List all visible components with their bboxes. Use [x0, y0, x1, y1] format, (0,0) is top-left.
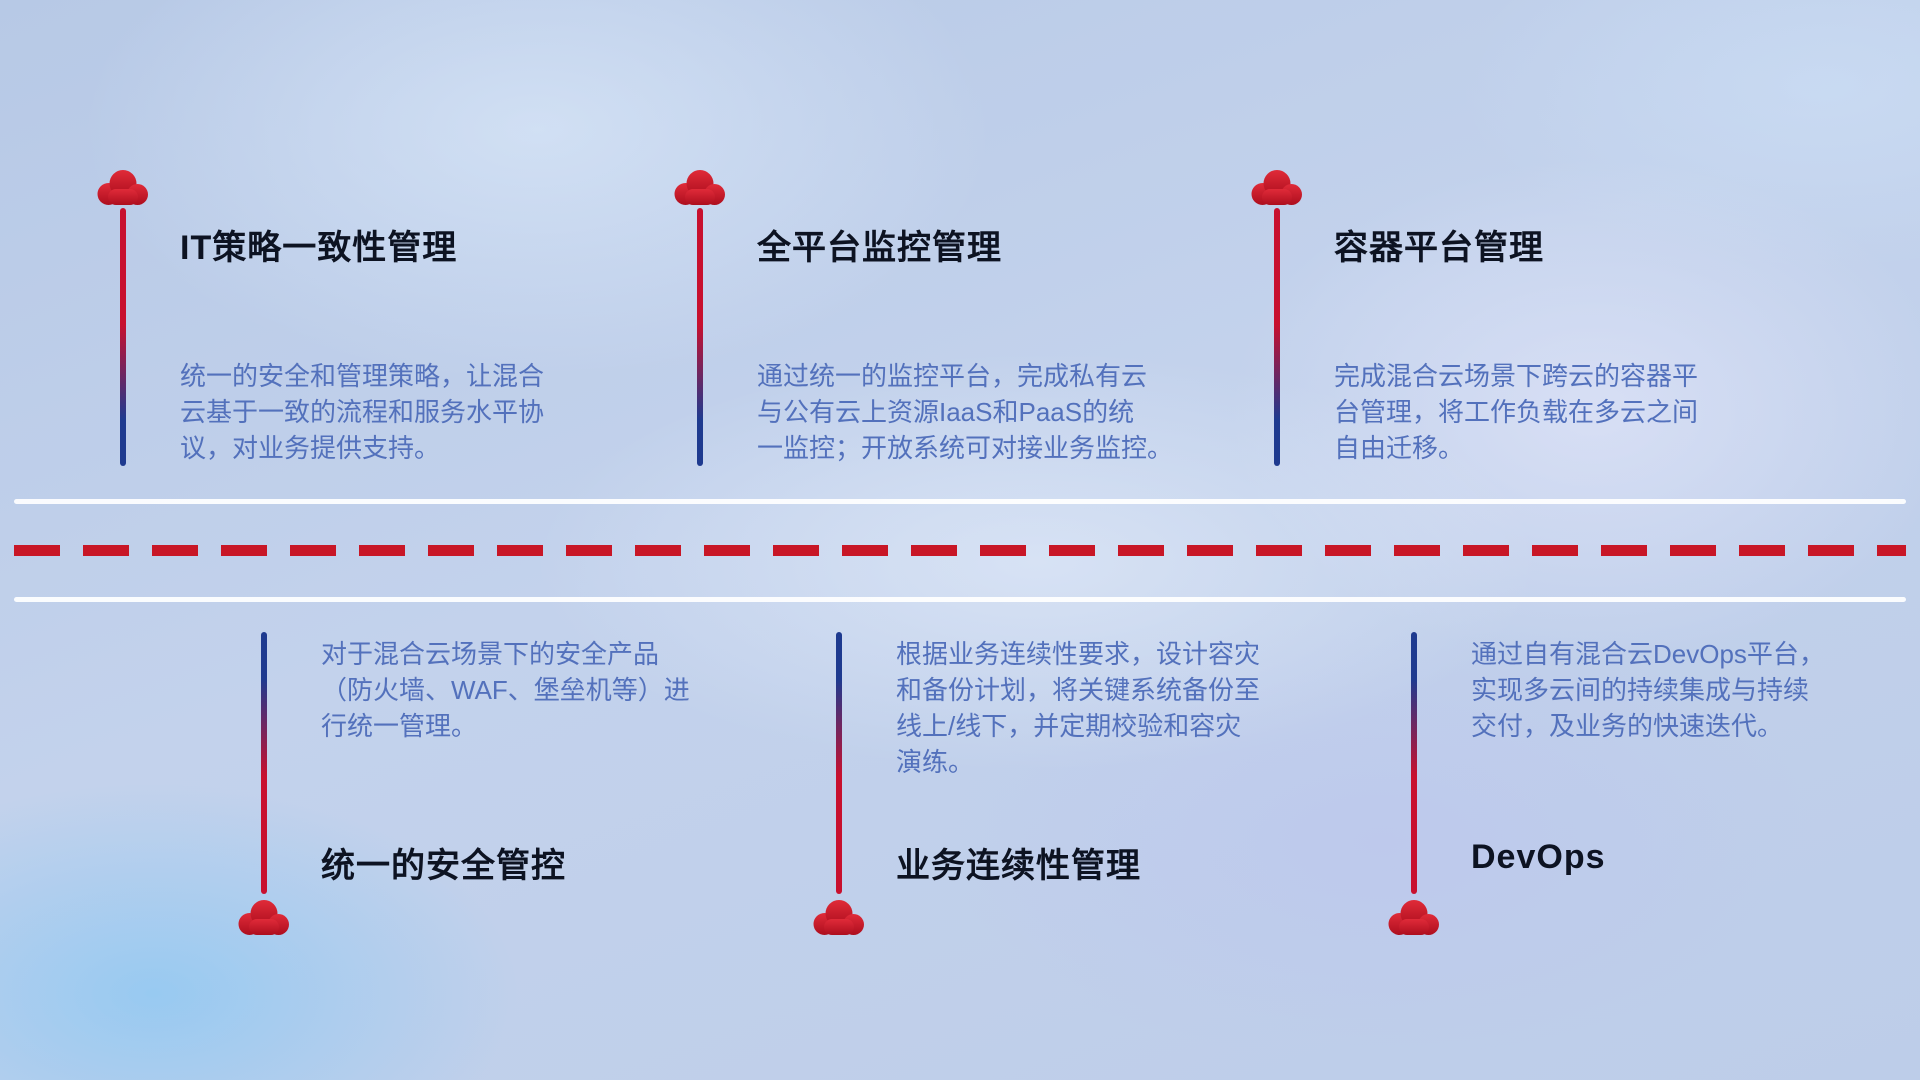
item-title: 全平台监控管理: [757, 229, 1002, 267]
timeline-dashed-line: [14, 545, 1906, 556]
item-description: 统一的安全和管理策略，让混合 云基于一致的流程和服务水平协 议，对业务提供支持。: [180, 361, 545, 463]
item-title: 容器平台管理: [1334, 229, 1544, 267]
item-title: DevOps: [1471, 838, 1606, 876]
item-title: IT策略一致性管理: [180, 229, 458, 267]
connector-line: [836, 632, 842, 894]
item-description: 通过自有混合云DevOps平台， 实现多云间的持续集成与持续 交付，及业务的快速…: [1471, 639, 1825, 741]
item-description: 对于混合云场景下的安全产品 （防火墙、WAF、堡垒机等）进 行统一管理。: [321, 639, 690, 741]
item-title: 业务连续性管理: [896, 847, 1141, 885]
item-description: 完成混合云场景下跨云的容器平 台管理，将工作负载在多云之间 自由迁移。: [1334, 361, 1699, 463]
connector-line: [261, 632, 267, 894]
cloud-icon: [95, 168, 151, 206]
connector-line: [120, 208, 126, 466]
timeline-solid-line-top: [14, 499, 1906, 504]
cloud-icon: [1249, 168, 1305, 206]
timeline-solid-line-bottom: [14, 597, 1906, 602]
cloud-icon: [811, 898, 867, 936]
item-description: 根据业务连续性要求，设计容灾 和备份计划，将关键系统备份至 线上/线下，并定期校…: [896, 639, 1261, 777]
cloud-icon: [1386, 898, 1442, 936]
item-description: 通过统一的监控平台，完成私有云 与公有云上资源IaaS和PaaS的统 一监控；开…: [757, 361, 1174, 463]
connector-line: [1411, 632, 1417, 894]
cloud-icon: [672, 168, 728, 206]
cloud-icon: [236, 898, 292, 936]
connector-line: [697, 208, 703, 466]
item-title: 统一的安全管控: [321, 847, 566, 885]
connector-line: [1274, 208, 1280, 466]
